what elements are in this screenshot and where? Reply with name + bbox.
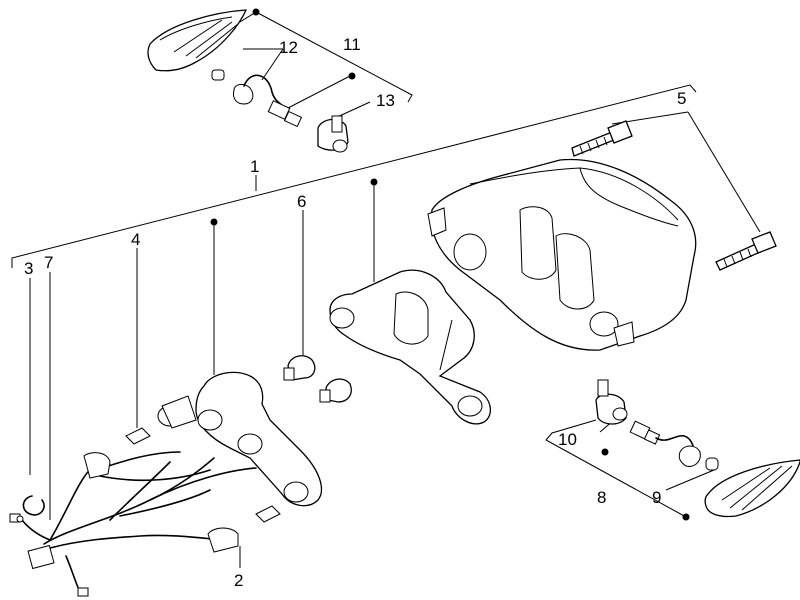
callout-12: 12: [279, 38, 298, 57]
mounting-bracket: [329, 269, 491, 425]
tail-light-housing: [427, 158, 697, 351]
lens-cover-top: [147, 9, 248, 72]
callout-5: 5: [677, 89, 686, 108]
bulb-socket-bottom: [629, 420, 719, 471]
callout-9: 9: [652, 488, 661, 507]
reference-dots: [210, 8, 690, 521]
callout-4: 4: [131, 230, 140, 249]
lamp-holder: [157, 371, 323, 507]
wiring-harness: [9, 451, 257, 597]
clip-ring: [22, 495, 45, 516]
callout-3: 3: [24, 259, 33, 278]
bulbs: [283, 355, 352, 403]
wedge-bulbs: [125, 427, 281, 523]
callout-10: 10: [558, 430, 577, 449]
bracket-lines: [11, 11, 761, 568]
callout-2: 2: [234, 571, 243, 590]
callout-6: 6: [297, 192, 306, 211]
callout-8: 8: [597, 488, 606, 507]
callout-7: 7: [44, 253, 53, 272]
callout-13: 13: [376, 91, 395, 110]
screw-top: [571, 120, 633, 157]
screw-bottom: [715, 231, 777, 271]
socket-holder-top: [317, 115, 349, 153]
callout-1: 1: [250, 157, 259, 176]
socket-holder-bottom: [595, 379, 628, 425]
callout-11: 11: [343, 35, 361, 54]
callout-numbers: 1 2 3 4 5 6 7 8 9 10 11 12 13: [24, 35, 686, 590]
bulb-socket-top: [211, 69, 303, 128]
lens-cover-bottom: [704, 459, 800, 518]
